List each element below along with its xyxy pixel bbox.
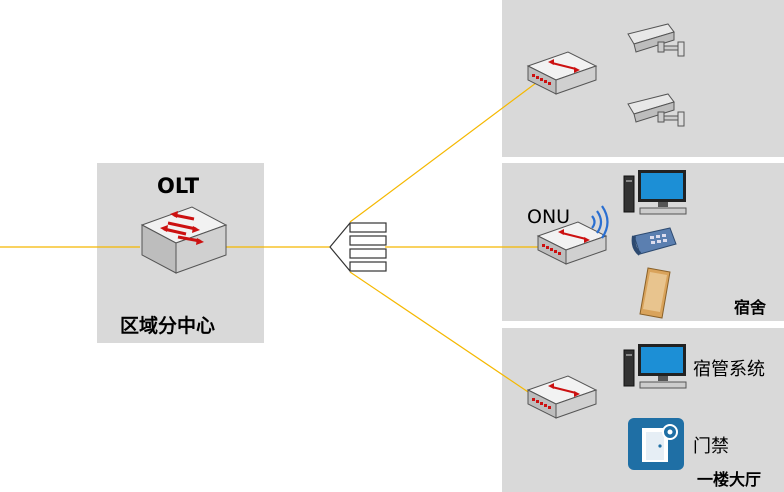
lobby-pc-label: 宿管系统	[693, 359, 765, 380]
camera-icon	[627, 23, 685, 57]
lobby-door-label: 门禁	[693, 436, 729, 457]
zone-lobby-caption: 一楼大厅	[697, 470, 762, 489]
phone-icon	[631, 227, 677, 256]
pc-icon	[623, 344, 687, 389]
olt-title: OLT	[157, 174, 200, 198]
fiber-to-cctv	[349, 79, 541, 223]
onu-label: ONU	[527, 206, 571, 228]
door-access-icon	[628, 418, 684, 470]
zone-dorm-caption: 宿舍	[734, 298, 767, 317]
pc-icon	[623, 170, 687, 215]
olt-switch-icon	[140, 206, 228, 274]
olt-caption: 区域分中心	[120, 315, 216, 337]
onu-switch-icon-cctv	[526, 51, 598, 95]
camera-icon	[627, 93, 685, 127]
mobile-phone-icon	[639, 267, 671, 319]
onu-switch-icon-dorm	[536, 221, 608, 265]
wifi-icon	[591, 205, 609, 239]
fiber-to-lobby	[349, 271, 541, 401]
onu-switch-icon-lobby	[526, 375, 598, 419]
splitter-icon	[329, 222, 387, 272]
